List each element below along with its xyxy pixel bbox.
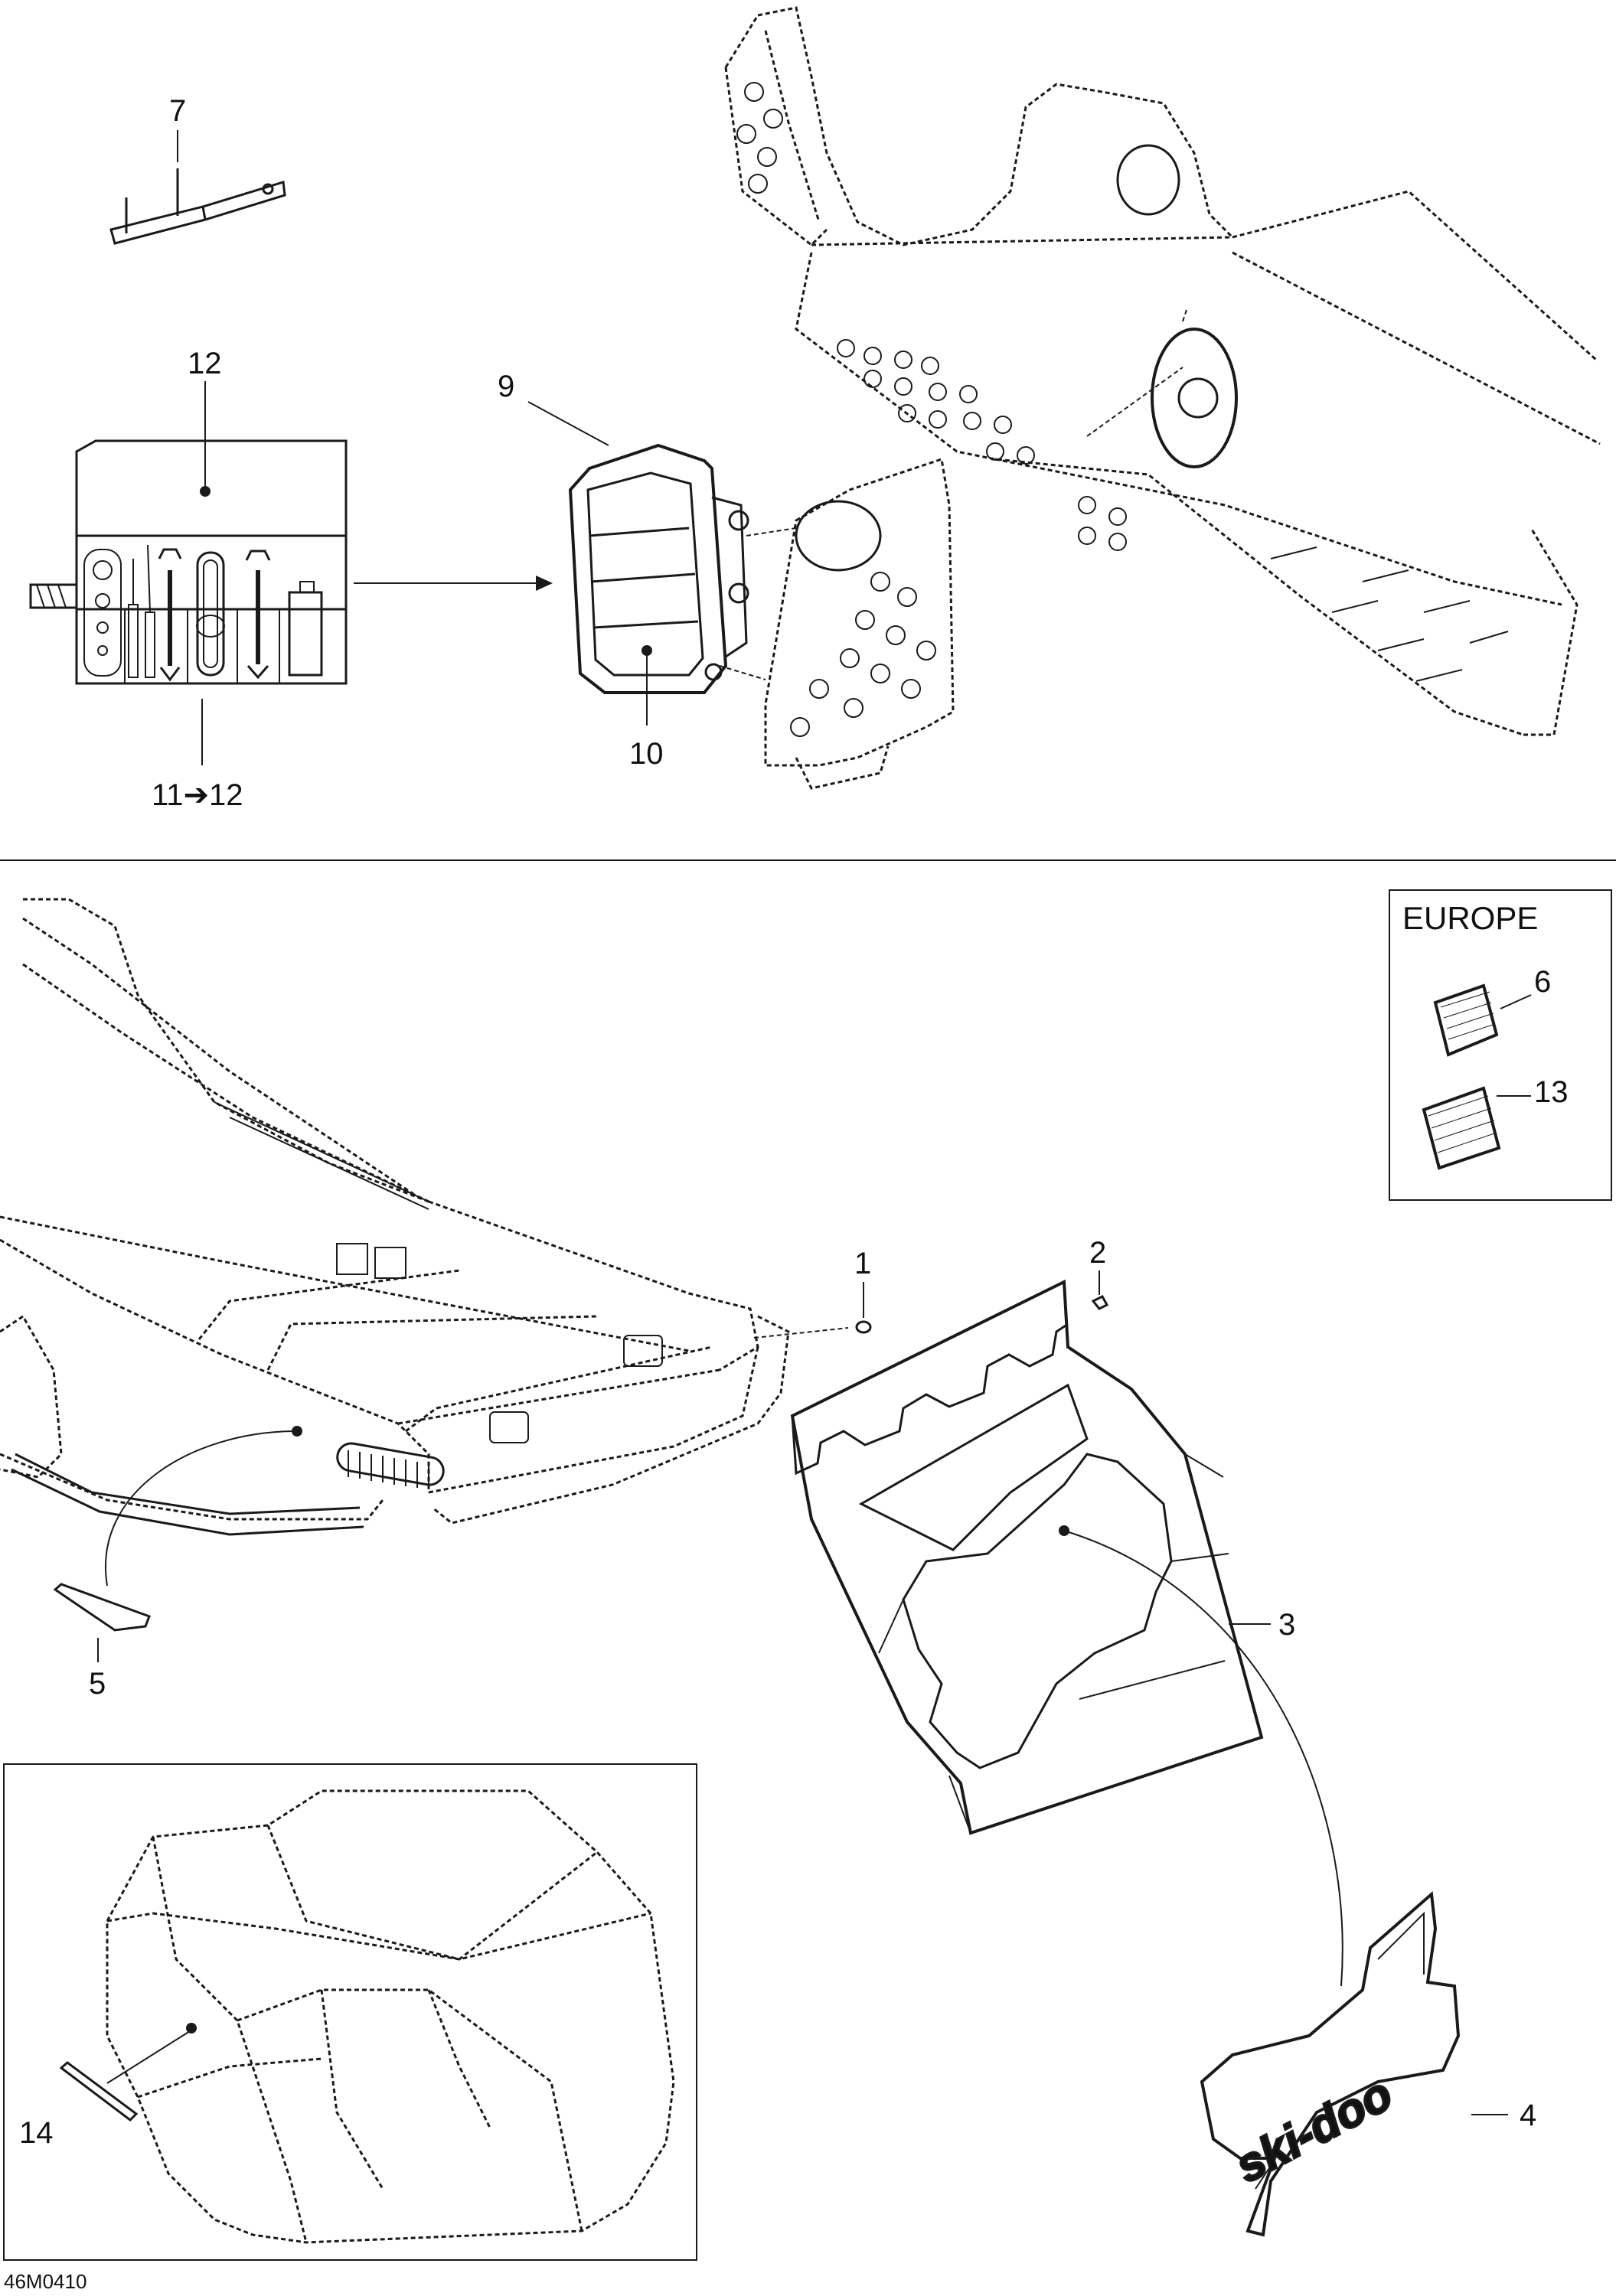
tunnel-rear — [0, 898, 790, 1536]
part-14-inset — [3, 1763, 697, 2261]
part-12-tool-kit — [29, 439, 348, 685]
callout-7: 7 — [169, 94, 186, 128]
callout-10: 10 — [629, 737, 664, 771]
leader-4-curve — [1063, 1530, 1343, 1987]
part-2-screw — [1091, 1295, 1109, 1310]
callout-5: 5 — [89, 1667, 106, 1701]
part-9-tool-holder — [568, 443, 749, 694]
part-4-logo-decal: ski-doo — [1200, 1890, 1461, 2237]
callout-6: 6 — [1534, 965, 1551, 999]
leader-5-curve — [105, 1430, 298, 1587]
callout-9: 9 — [498, 370, 514, 403]
part-5-decal — [53, 1583, 151, 1632]
callout-11-12: 11➔12 — [152, 778, 243, 812]
europe-inset: EUROPE 6 13 — [1389, 889, 1612, 1201]
part-13-decal — [1422, 1086, 1501, 1170]
drawing-code: 46M0410 — [4, 2270, 87, 2293]
frame-tunnel — [724, 6, 1601, 790]
part-7-bracket — [109, 168, 286, 245]
logo-text: ski-doo — [1227, 2067, 1401, 2193]
region-label: EUROPE — [1402, 900, 1538, 936]
install-dashline-1 — [753, 1327, 849, 1339]
install-dashline-9 — [746, 527, 797, 536]
callout-4: 4 — [1520, 2099, 1536, 2132]
part-1-washer — [855, 1320, 872, 1334]
callout-2: 2 — [1089, 1236, 1106, 1270]
part-6-decal — [1433, 983, 1499, 1057]
leader-9 — [527, 401, 609, 446]
callout-14: 14 — [19, 2116, 54, 2150]
leader-14 — [106, 2030, 191, 2084]
part-14-decal — [59, 2061, 139, 2122]
callout-3: 3 — [1278, 1608, 1295, 1642]
callout-1: 1 — [854, 1247, 871, 1280]
install-arrow — [354, 576, 553, 591]
leader-6 — [1500, 994, 1532, 1009]
part-3-snow-flap — [790, 1279, 1264, 1835]
callout-12: 12 — [188, 347, 222, 380]
callout-13: 13 — [1534, 1075, 1569, 1109]
install-dashline-10 — [719, 665, 766, 680]
